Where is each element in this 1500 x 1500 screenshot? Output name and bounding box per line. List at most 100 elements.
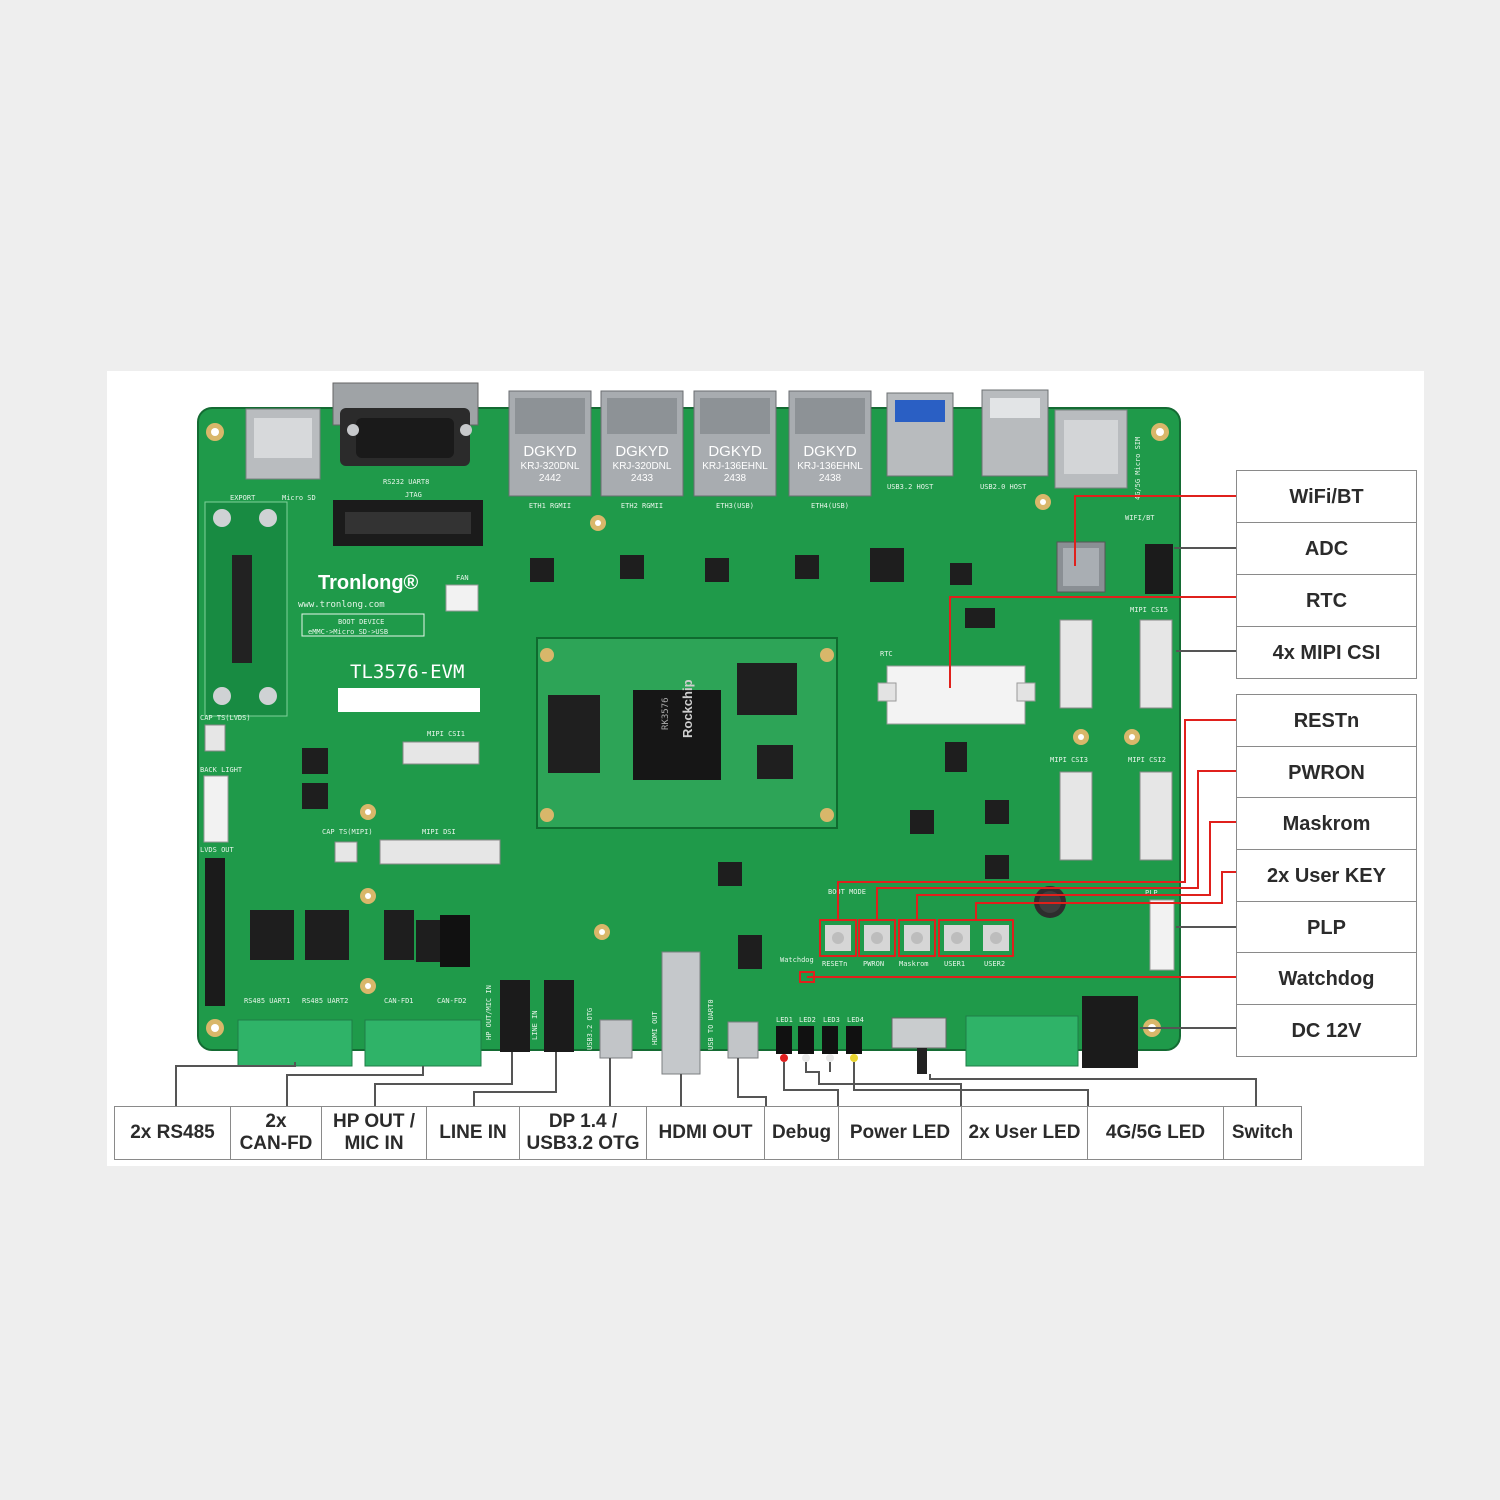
callout-switch: Switch [1223, 1106, 1302, 1160]
eth-part: KRJ-320DNL [613, 461, 672, 472]
eth-brand: DGKYD [523, 443, 577, 460]
eth-part: KRJ-320DNL [521, 461, 580, 472]
silk-mipi-csi2: MIPI CSI2 [1128, 756, 1166, 764]
label-sticker [338, 688, 480, 712]
callout-user-key: 2x User KEY [1236, 849, 1417, 902]
callout-restn: RESTn [1236, 694, 1417, 747]
core-module: Rockchip RK3576 [536, 637, 838, 829]
callout-can-fd: 2x CAN-FD [230, 1106, 322, 1160]
adc-header [1145, 544, 1173, 594]
brand-logo: Tronlong® [318, 572, 419, 594]
callout-adc: ADC [1236, 522, 1417, 575]
mipi-dsi-connector [379, 839, 501, 865]
led-silk-label: LED2 [799, 1016, 816, 1024]
dc-jack [1082, 996, 1138, 1068]
silk-line-in: LINE IN [531, 1010, 539, 1040]
eth-code: 2433 [631, 473, 654, 484]
silk-pwron: PWRON [863, 960, 884, 968]
soc-brand: Rockchip [680, 679, 695, 738]
eth-brand: DGKYD [615, 443, 669, 460]
callout-hdmi-out: HDMI OUT [646, 1106, 765, 1160]
eth-brand: DGKYD [803, 443, 857, 460]
eth-code: 2438 [724, 473, 747, 484]
backlight-connector [203, 775, 229, 843]
usb3-host-port [886, 392, 954, 477]
silk-rs485-uart2: RS485 UART2 [302, 997, 348, 1005]
status-leds [776, 1026, 862, 1062]
callout-plp: PLP [1236, 901, 1417, 954]
led-silk-label: LED1 [776, 1016, 793, 1024]
eth-brand: DGKYD [708, 443, 762, 460]
silk-hp-out: HP OUT/MIC IN [485, 985, 493, 1040]
silk-micro-sd: Micro SD [282, 494, 316, 502]
silk-rs232: RS232 UART8 [383, 478, 429, 486]
silk-export: EXPORT [230, 494, 256, 502]
usb2-host-port [981, 389, 1049, 477]
silk-mipi-dsi: MIPI DSI [422, 828, 456, 836]
hdmi-port [661, 951, 701, 1075]
silk-cap-mipi: CAP TS(MIPI) [322, 828, 373, 836]
silk-usb-uart: USB TO UART0 [707, 999, 715, 1050]
silk-usb-host-2: USB2.0 HOST [980, 483, 1027, 491]
silk-hdmi: HDMI OUT [651, 1010, 659, 1045]
silk-watchdog: Watchdog [780, 956, 814, 964]
silk-mipi-csi3: MIPI CSI3 [1050, 756, 1088, 764]
audio-jacks [500, 980, 574, 1052]
brand-website: www.tronlong.com [298, 600, 385, 610]
canfd-terminal [364, 1019, 482, 1067]
eth-silk-label: ETH4(USB) [811, 502, 849, 510]
ram-chip [737, 663, 797, 715]
eth-silk-label: ETH1 RGMII [529, 502, 571, 510]
silk-sim: 4G/5G Micro SIM [1134, 437, 1142, 500]
silk-mipi-csi1: MIPI CSI1 [427, 730, 465, 738]
plp-connector [1149, 899, 1175, 971]
silk-mipi-csi5: MIPI CSI5 [1130, 606, 1168, 614]
emmc-chip [548, 695, 600, 773]
mounting-holes [206, 423, 1169, 1037]
micro-sd-slot [245, 408, 321, 480]
sim-slot [1054, 409, 1128, 489]
eth-part: KRJ-136EHNL [702, 461, 768, 472]
callout-lines-right [807, 495, 1237, 1029]
callout-rtc: RTC [1236, 574, 1417, 627]
board-model: TL3576-EVM [350, 661, 464, 683]
silk-usb-host-1: USB3.2 HOST [887, 483, 934, 491]
soc-chip [633, 690, 721, 780]
callout-power-led: Power LED [838, 1106, 962, 1160]
callout-wifi-bt: WiFi/BT [1236, 470, 1417, 523]
fan-connector [445, 584, 479, 612]
lvds-connector [205, 858, 225, 1006]
callout-line-in: LINE IN [426, 1106, 520, 1160]
silk-maskrom: Maskrom [899, 960, 929, 968]
eth-silk-label: ETH3(USB) [716, 502, 754, 510]
wifi-bt-module [1056, 541, 1106, 593]
jtag-header [333, 500, 483, 546]
cap-mipi-connector [334, 841, 358, 863]
boot-device-order: eMMC->Micro SD->USB [308, 628, 388, 636]
silk-usb-otg: USB3.2 OTG [586, 1008, 594, 1050]
callout-watchdog: Watchdog [1236, 952, 1417, 1005]
silk-boot-mode: BOOT MODE [828, 888, 866, 896]
callout-hp-out-mic-in: HP OUT / MIC IN [321, 1106, 427, 1160]
rs485-terminal [237, 1019, 353, 1067]
eth-part: KRJ-136EHNL [797, 461, 863, 472]
silk-user1: USER1 [944, 960, 965, 968]
silk-can-fd2: CAN-FD2 [437, 997, 467, 1005]
boot-buttons [819, 919, 1014, 957]
export-connector [204, 501, 288, 717]
rs232-connector [332, 382, 479, 466]
callout-lines-bottom [175, 1052, 1257, 1106]
soc-model: RK3576 [661, 697, 671, 730]
mipi-csi1-connector [402, 741, 480, 765]
callout-user-led: 2x User LED [961, 1106, 1088, 1160]
callout-pwron: PWRON [1236, 746, 1417, 799]
silk-rtc: RTC [880, 650, 893, 658]
cap-lvds-connector [204, 724, 226, 752]
eth-code: 2438 [819, 473, 842, 484]
eth-silk-label: ETH2 RGMII [621, 502, 663, 510]
callout-maskrom: Maskrom [1236, 797, 1417, 850]
callout-4g5g-led: 4G/5G LED [1087, 1106, 1224, 1160]
